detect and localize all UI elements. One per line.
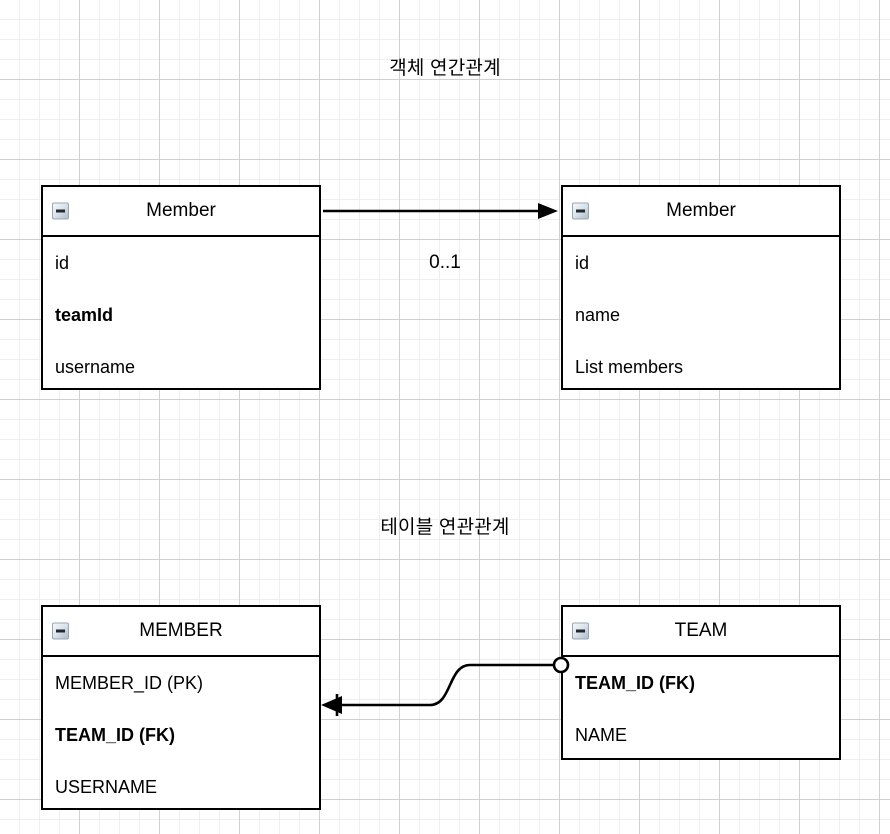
minus-box-icon[interactable]	[572, 202, 589, 220]
entity-body-member-table: MEMBER_ID (PK) TEAM_ID (FK) USERNAME	[43, 657, 319, 813]
entity-field: TEAM_ID (FK)	[55, 724, 175, 745]
entity-box-member-left[interactable]: Member id teamId username	[41, 185, 321, 390]
entity-field: MEMBER_ID (PK)	[55, 672, 204, 693]
entity-title: Member	[146, 200, 216, 221]
entity-field: id	[575, 252, 590, 273]
crows-foot-icon	[321, 696, 342, 714]
filled-arrow-right-icon	[538, 203, 558, 219]
connector-path	[336, 663, 553, 707]
minus-box-icon[interactable]	[572, 622, 589, 640]
minus-bar	[576, 209, 585, 213]
entity-box-member-table[interactable]: MEMBER MEMBER_ID (PK) TEAM_ID (FK) USERN…	[41, 605, 321, 810]
minus-bar	[56, 629, 65, 633]
table-diagram-title: 테이블 연관관계	[380, 517, 510, 538]
entity-box-team-table[interactable]: TEAM TEAM_ID (FK) NAME	[561, 605, 841, 760]
object-diagram-title: 객체 연간관계	[389, 58, 501, 79]
minus-bar	[576, 629, 585, 633]
table-relation-connector[interactable]	[321, 656, 570, 716]
entity-body-member-right: id name List members	[563, 237, 839, 393]
object-relation-arrow[interactable]	[323, 203, 558, 219]
entity-header-member-table: MEMBER	[43, 607, 319, 657]
entity-field: username	[55, 356, 136, 377]
entity-body-member-left: id teamId username	[43, 237, 319, 393]
entity-header-member-left: Member	[43, 187, 319, 237]
entity-field: TEAM_ID (FK)	[575, 672, 695, 693]
entity-field: id	[55, 252, 70, 273]
entity-title: Member	[666, 200, 736, 221]
minus-bar	[56, 209, 65, 213]
relation-multiplicity-label: 0..1	[429, 252, 461, 273]
entity-field: USERNAME	[55, 776, 158, 797]
entity-field: teamId	[55, 304, 114, 325]
entity-box-member-right[interactable]: Member id name List members	[561, 185, 841, 390]
entity-field: NAME	[575, 724, 628, 745]
entity-title: MEMBER	[139, 620, 223, 641]
entity-header-team-table: TEAM	[563, 607, 839, 657]
minus-box-icon[interactable]	[52, 202, 69, 220]
entity-field: name	[575, 304, 621, 325]
circle-zero-one-icon	[552, 656, 570, 674]
entity-field: List members	[575, 356, 684, 377]
minus-box-icon[interactable]	[52, 622, 69, 640]
entity-header-member-right: Member	[563, 187, 839, 237]
entity-title: TEAM	[674, 620, 728, 641]
entity-body-team-table: TEAM_ID (FK) NAME	[563, 657, 839, 761]
